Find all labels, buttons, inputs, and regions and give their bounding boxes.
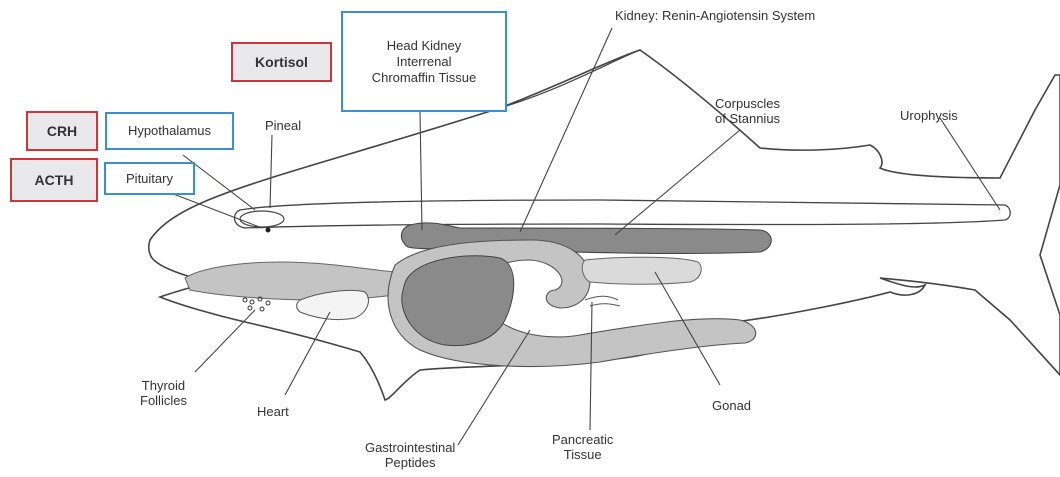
gonad-organ — [582, 257, 701, 284]
pancreatic-line-1: Pancreatic — [552, 432, 613, 447]
thyroid-line-1: Thyroid — [140, 378, 187, 393]
hypothalamus-box: Hypothalamus — [105, 112, 234, 150]
gonad-label: Gonad — [712, 398, 751, 413]
pituitary-dot — [266, 228, 271, 233]
corpuscles-line-2: of Stannius — [715, 111, 780, 126]
corpuscles-line-1: Corpuscles — [715, 96, 780, 111]
pancreatic-label: Pancreatic Tissue — [552, 432, 613, 462]
spinal-cord — [235, 200, 1011, 228]
acth-hormone-box: ACTH — [10, 158, 98, 202]
pancreatic-line-2: Tissue — [552, 447, 613, 462]
urophysis-label: Urophysis — [900, 108, 958, 123]
crh-hormone-box: CRH — [26, 111, 98, 151]
pituitary-label: Pituitary — [126, 171, 173, 187]
head-kidney-line-1: Head Kidney — [387, 38, 461, 54]
pineal-label: Pineal — [265, 118, 301, 133]
pituitary-box: Pituitary — [104, 162, 195, 195]
hypothalamus-label: Hypothalamus — [128, 123, 211, 139]
thyroid-line-2: Follicles — [140, 393, 187, 408]
head-kidney-line-2: Interrenal — [397, 54, 452, 70]
gastrointestinal-line-1: Gastrointestinal — [365, 440, 455, 455]
brain-region — [240, 211, 284, 227]
acth-label: ACTH — [35, 172, 74, 188]
gastrointestinal-label: Gastrointestinal Peptides — [365, 440, 455, 470]
kortisol-label: Kortisol — [255, 54, 308, 70]
head-kidney-line-3: Chromaffin Tissue — [372, 70, 477, 86]
kortisol-hormone-box: Kortisol — [231, 42, 332, 82]
gastrointestinal-line-2: Peptides — [365, 455, 455, 470]
kidney-label: Kidney: Renin-Angiotensin System — [615, 8, 815, 23]
corpuscles-label: Corpuscles of Stannius — [715, 96, 780, 126]
head-kidney-box: Head Kidney Interrenal Chromaffin Tissue — [341, 11, 507, 112]
thyroid-label: Thyroid Follicles — [140, 378, 187, 408]
heart-label: Heart — [257, 404, 289, 419]
crh-label: CRH — [47, 123, 77, 139]
